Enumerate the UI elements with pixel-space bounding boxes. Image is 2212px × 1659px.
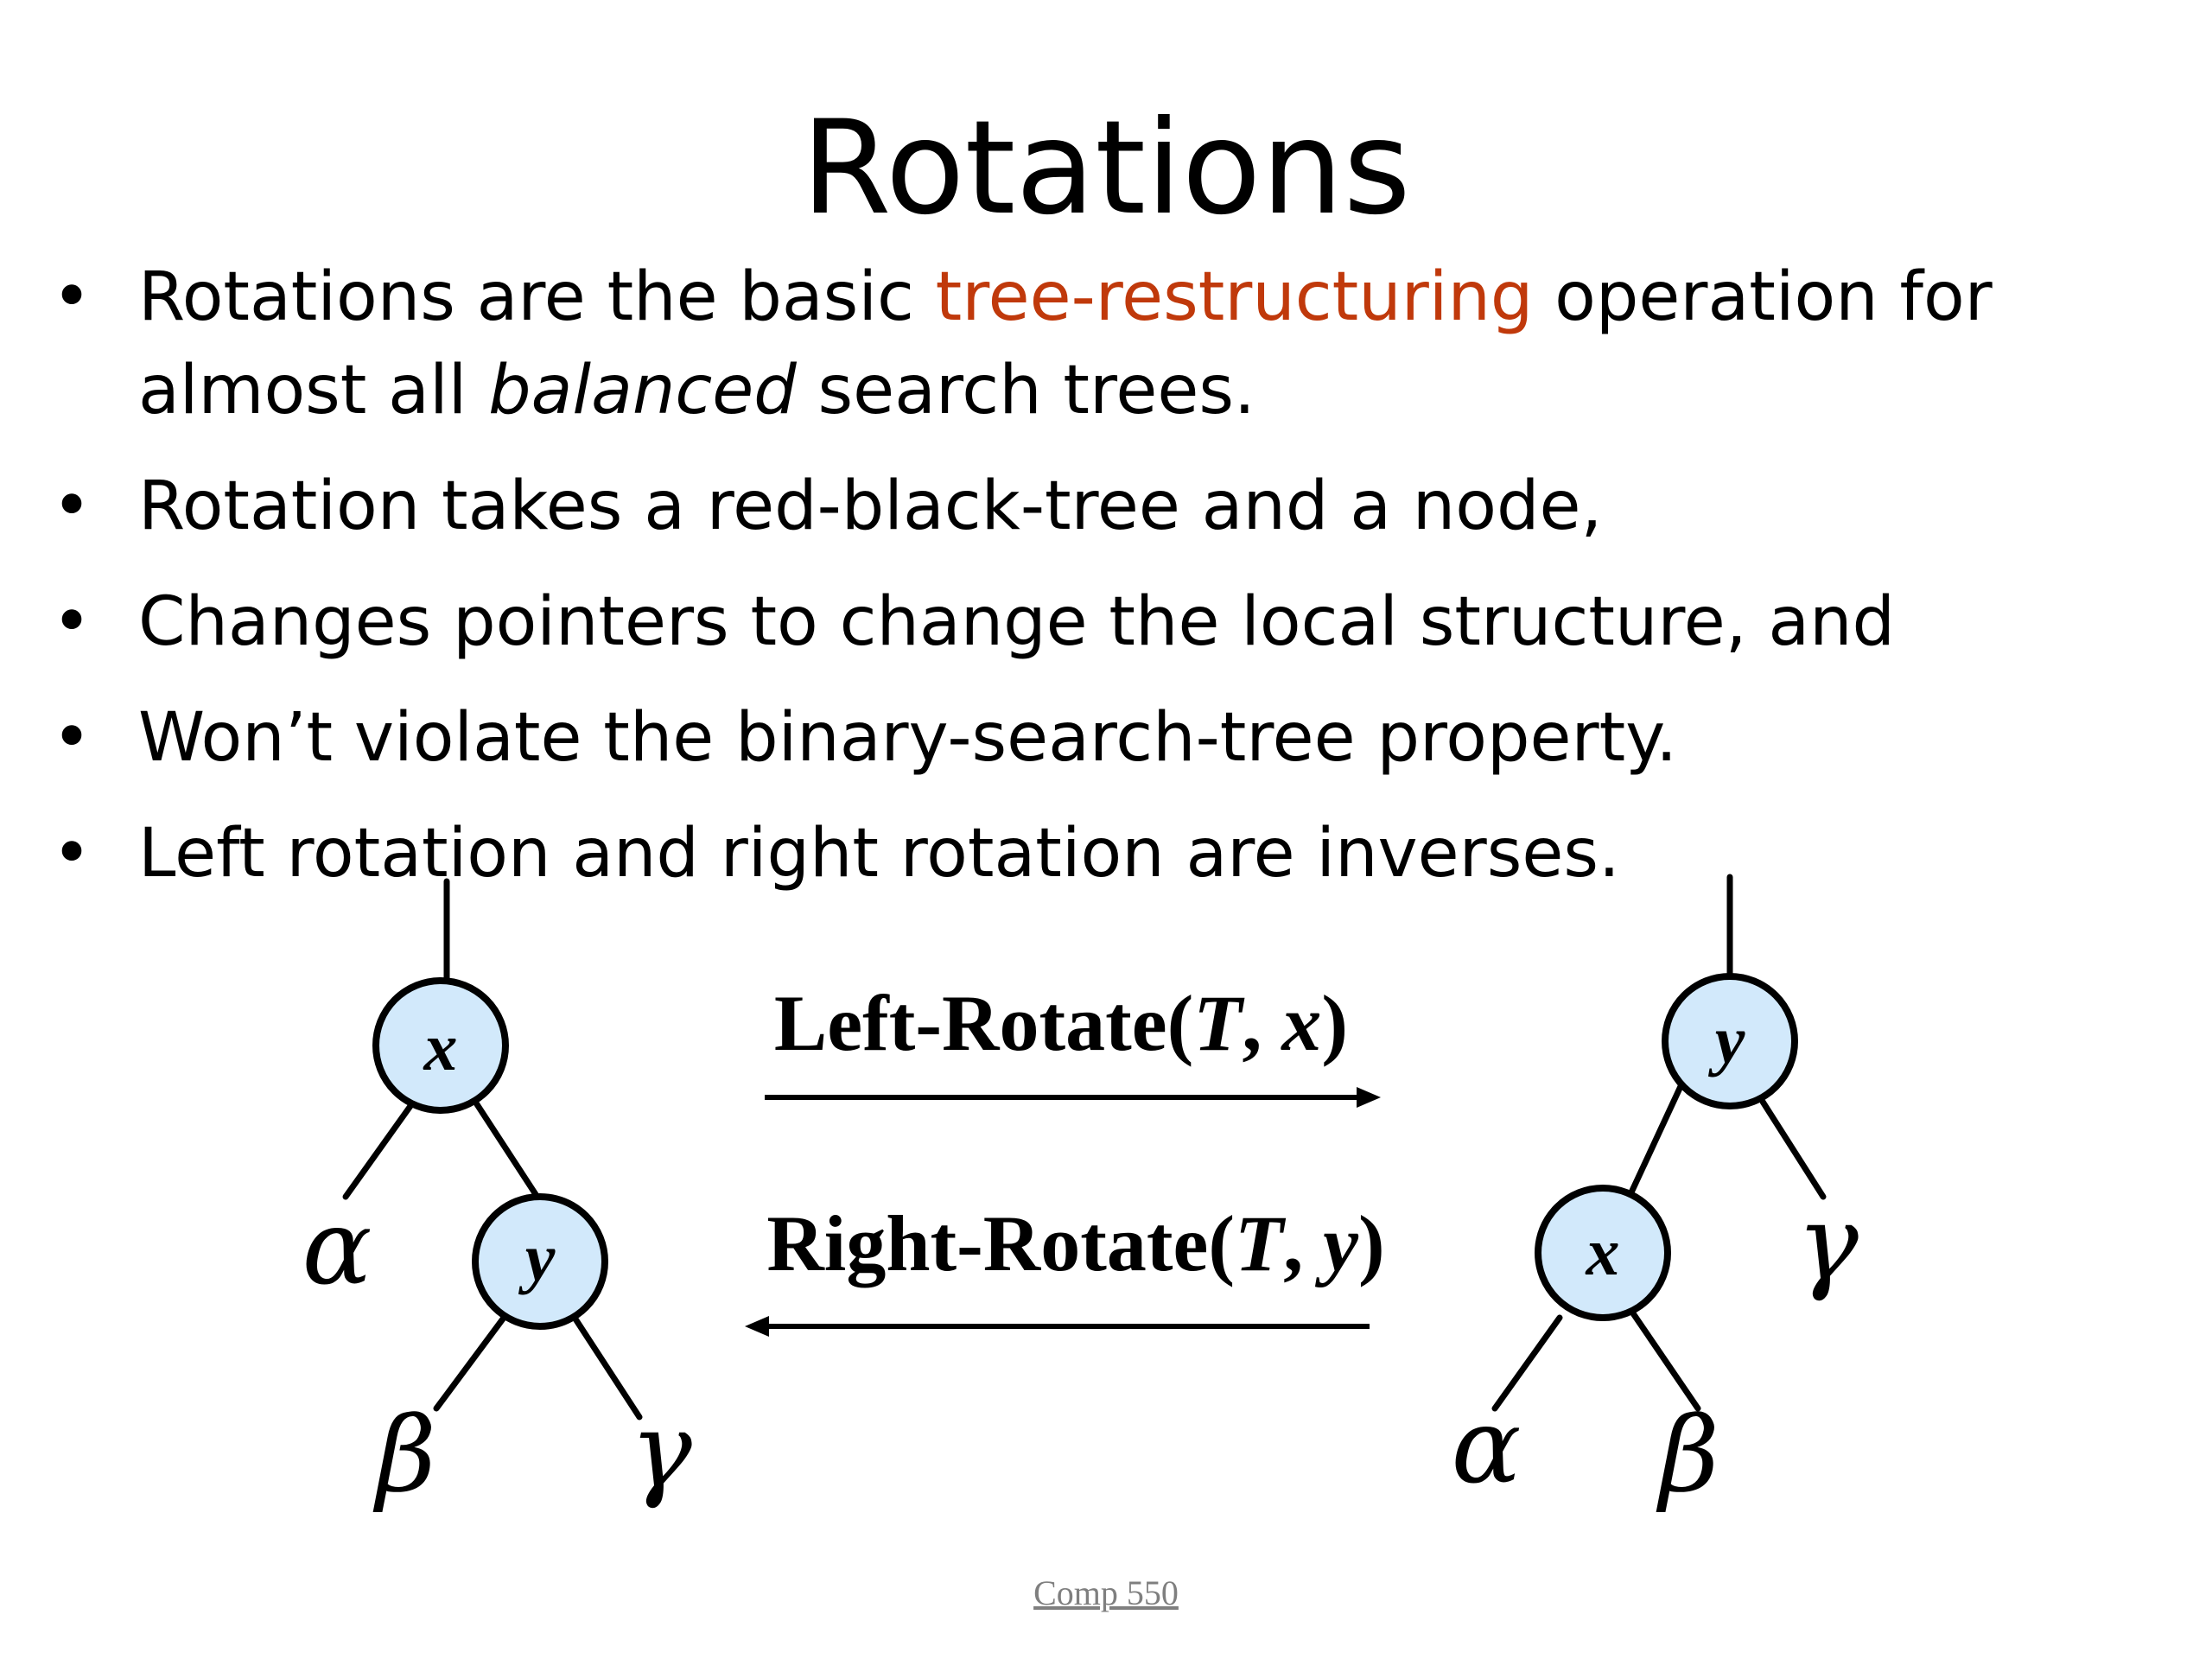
bullet-text: search trees. (796, 352, 1255, 429)
subtree-gamma-label: γ (1796, 1184, 1859, 1304)
subtree-alpha-label: α (1451, 1387, 1521, 1507)
bullet-text: Left rotation and right rotation are inv… (138, 815, 1620, 893)
subtree-gamma-label: γ (630, 1391, 692, 1511)
tree-node-y (1662, 973, 1798, 1109)
bullet-marker: • (52, 583, 92, 661)
bullet-item: • Left rotation and right rotation are i… (52, 807, 2152, 900)
operation-arg: T (1193, 979, 1245, 1067)
bullet-marker: • (52, 467, 92, 545)
operation-separator: , (1242, 979, 1281, 1067)
rotation-diagram: x y α β γ y x γ α β Left-Rotate(T, x) Ri… (302, 874, 1859, 1516)
bullet-text: operation for almost all (138, 258, 1993, 429)
node-label-x: x (1586, 1214, 1620, 1289)
edge (1630, 1310, 1701, 1412)
node-label-y: y (518, 1220, 556, 1295)
node-label-y: y (1708, 1002, 1745, 1077)
edge (472, 1098, 543, 1205)
node-label-x: x (423, 1009, 458, 1084)
bullet-item: • Rotations are the basic tree-restructu… (52, 251, 2152, 437)
subtree-beta-label: β (1656, 1395, 1719, 1516)
operation-name: Right-Rotate( (766, 1199, 1235, 1287)
edge (571, 1314, 643, 1421)
edge (1491, 1314, 1563, 1412)
operation-name: Left-Rotate( (774, 979, 1193, 1067)
bullet-item: • Rotation takes a red-black-tree and a … (52, 460, 2152, 553)
bullet-list: • Rotations are the basic tree-restructu… (52, 251, 2152, 923)
operation-close: ) (1358, 1199, 1385, 1287)
right-rotate-label: Right-Rotate(T, y) (766, 1199, 1384, 1287)
tree-node-y (472, 1193, 608, 1330)
slide-footer: Comp 550 (1033, 1573, 1179, 1612)
bullet-item: • Changes pointers to change the local s… (52, 575, 2152, 669)
subtree-alpha-label: α (302, 1188, 372, 1308)
subtree-beta-label: β (372, 1395, 435, 1516)
highlight-term: tree-restructuring (935, 258, 1534, 336)
bullet-text: Rotation takes a red-black-tree and a no… (138, 467, 1603, 545)
edge (1759, 1098, 1827, 1200)
bullet-text: Changes pointers to change the local str… (138, 583, 1896, 661)
bullet-marker: • (52, 815, 92, 893)
bullet-marker: • (52, 258, 92, 336)
operation-arg: T (1235, 1199, 1287, 1287)
bullet-text: Won’t violate the binary-search-tree pro… (138, 699, 1678, 777)
bullet-marker: • (52, 699, 92, 777)
operation-separator: , (1283, 1199, 1323, 1287)
slide-title: Rotations (801, 93, 1411, 244)
left-rotate-arrow (765, 1087, 1381, 1108)
operation-arg: x (1280, 979, 1321, 1067)
edge (342, 1103, 414, 1200)
left-rotate-label: Left-Rotate(T, x) (774, 979, 1348, 1067)
edge (433, 1314, 507, 1412)
tree-node-x (372, 977, 509, 1114)
tree-node-x (1535, 1185, 1671, 1321)
emphasized-term: balanced (488, 352, 797, 429)
bullet-item: • Won’t violate the binary-search-tree p… (52, 691, 2152, 785)
bullet-text: Rotations are the basic (138, 258, 936, 336)
right-rotate-arrow (745, 1316, 1370, 1337)
operation-close: ) (1321, 979, 1348, 1067)
